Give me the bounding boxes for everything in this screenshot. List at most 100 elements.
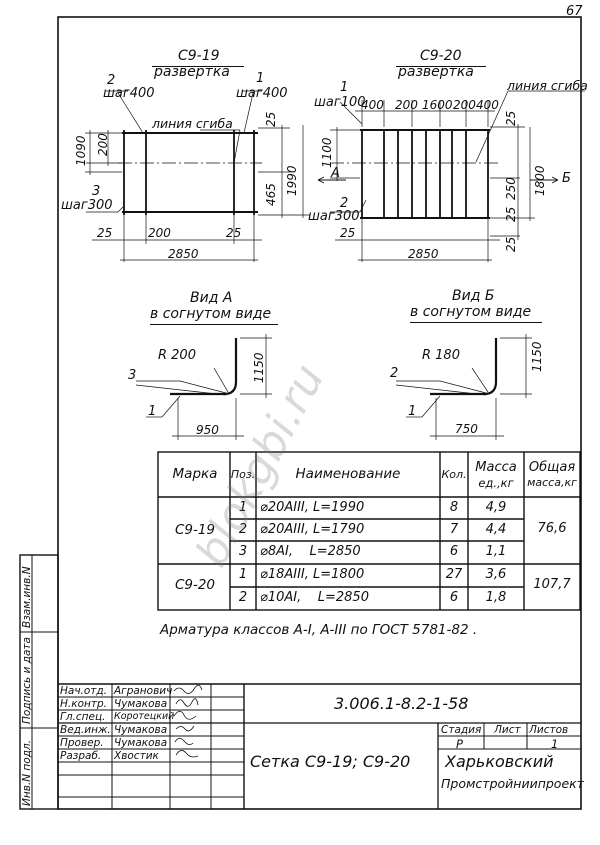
table-header-name: Наименование <box>295 466 401 482</box>
c9-20-dim-top-2: 200 <box>395 98 418 112</box>
sheets-value: 1 <box>551 737 559 751</box>
c9-20-pos1-label: 1 <box>340 80 349 95</box>
c9-19-title: С9-19 <box>178 48 220 64</box>
view-b-bent <box>395 334 532 440</box>
table-row-mass: 3,6 <box>485 567 507 582</box>
view-a-dim-1150: 1150 <box>252 352 266 383</box>
c9-20-dim-top-4: 200 <box>453 98 476 112</box>
c9-20-dim-1100: 1100 <box>320 137 334 168</box>
view-b-underline <box>410 322 542 323</box>
side-stamp-sign-date: Подпись и дата <box>21 637 33 724</box>
c9-20-pos2-step: шаг300 <box>308 209 360 224</box>
c9-19-dim-465: 465 <box>264 183 278 206</box>
view-a-bent <box>135 334 272 440</box>
c9-20-arrow-a: А <box>331 166 340 181</box>
c9-20-pos2-label: 2 <box>340 196 349 211</box>
c9-19-pos2-label: 2 <box>107 73 116 88</box>
c9-20-dim-25-top: 25 <box>504 110 518 126</box>
table-header-mass-1: Масса <box>475 460 517 475</box>
c9-20-dim-top-1: 400 <box>361 98 384 112</box>
c9-20-subtitle: развертка <box>398 64 474 80</box>
c9-19-dim-2850: 2850 <box>168 247 199 261</box>
view-a-dim-950: 950 <box>196 423 219 437</box>
role-label: Н.контр. <box>60 698 107 710</box>
org-line-1: Харьковский <box>445 752 554 771</box>
person-name: Чумакова <box>114 737 168 749</box>
c9-20-bend-line: линия сгиба <box>507 78 588 93</box>
view-b-subtitle: в согнутом виде <box>410 304 532 320</box>
view-b-radius: R 180 <box>422 348 460 363</box>
table-row-pos: 1 <box>238 500 248 515</box>
stage-value: Р <box>456 737 463 751</box>
table-row-mass: 4,9 <box>485 500 507 515</box>
c9-20-pos1-step: шаг100 <box>314 95 366 110</box>
c9-20-title: С9-20 <box>420 48 462 64</box>
c9-20-title-underline <box>396 66 486 67</box>
person-name: Чумакова <box>114 698 168 710</box>
table-row-mass: 1,1 <box>485 544 507 559</box>
person-name: Хвостик <box>114 750 159 762</box>
view-a-pos1: 1 <box>148 404 157 419</box>
c9-20-dim-2850: 2850 <box>408 247 439 261</box>
table-row-name: ⌀8АI, L=2850 <box>260 544 361 559</box>
table-row-name: ⌀10АI, L=2850 <box>260 590 369 605</box>
view-a-subtitle: в согнутом виде <box>150 306 272 322</box>
person-name: Чумакова <box>114 724 168 736</box>
c9-19-dim-25-top: 25 <box>264 111 278 127</box>
c9-20-arrow-b: Б <box>562 171 571 186</box>
c9-20-dim-250: 250 <box>504 177 518 200</box>
table-header-pos: Поз. <box>230 468 256 481</box>
table-row-qty: 6 <box>449 544 459 559</box>
table-row-name: ⌀18АIII, L=1800 <box>260 567 365 582</box>
table-header-mark: Марка <box>172 466 218 482</box>
c9-19-pos3-step: шаг300 <box>61 198 113 213</box>
c9-19-dim-200-left: 200 <box>96 133 110 156</box>
c9-19-pos1-label: 1 <box>256 71 265 86</box>
side-stamp-inv-zam: Взам.инв.N <box>21 566 33 628</box>
table-row-qty: 6 <box>449 590 459 605</box>
table-mark-c9-20: С9-20 <box>174 577 216 593</box>
table-mark-c9-19: С9-19 <box>174 522 216 538</box>
c9-20-dim-25-br: 25 <box>504 236 518 252</box>
table-header-total-1: Общая <box>528 460 576 475</box>
sheets-label: Листов <box>529 724 569 736</box>
reinforcement-note: Арматура классов А-I, А-III по ГОСТ 5781… <box>160 622 478 638</box>
person-name: Коротецкий <box>114 711 175 722</box>
c9-20-dim-1800: 1800 <box>533 165 547 196</box>
role-label: Гл.спец. <box>60 711 106 723</box>
c9-19-bend-line: линия сгиба <box>152 116 233 131</box>
table-row-name: ⌀20АIII, L=1990 <box>260 500 365 515</box>
view-a-radius: R 200 <box>158 348 196 363</box>
c9-19-subtitle: развертка <box>154 64 230 80</box>
page-number: 67 <box>566 4 583 19</box>
role-label: Разраб. <box>60 750 102 762</box>
table-header-mass-2: ед.,кг <box>478 476 514 490</box>
c9-19-dim-1990: 1990 <box>285 165 299 196</box>
table-row-qty: 7 <box>449 522 459 537</box>
c9-20-dim-25-bl: 25 <box>340 226 356 240</box>
table-row-mass: 1,8 <box>485 590 507 605</box>
table-total-c9-19: 76,6 <box>537 521 567 536</box>
table-header-qty: Кол. <box>441 468 467 481</box>
sheet-label: Лист <box>494 724 521 736</box>
table-row-qty: 27 <box>445 567 463 582</box>
table-row-name: ⌀20АIII, L=1790 <box>260 522 365 537</box>
spec-table-grid <box>157 451 581 611</box>
table-header-total-2: масса,кг <box>527 476 577 489</box>
view-a-underline <box>150 324 278 325</box>
c9-20-layout <box>317 90 585 262</box>
table-row-pos: 2 <box>238 590 248 605</box>
role-label: Нач.отд. <box>60 685 108 697</box>
c9-19-layout <box>85 90 310 262</box>
c9-20-dim-top-3: 1600 <box>422 98 453 112</box>
table-row-pos: 2 <box>238 522 248 537</box>
table-row-mass: 4,4 <box>485 522 507 537</box>
table-total-c9-20: 107,7 <box>533 577 571 592</box>
person-name: Агранович <box>114 685 173 697</box>
sheet-frame <box>57 16 582 810</box>
c9-19-dim-1090: 1090 <box>74 135 88 166</box>
org-line-2: Промстройниипроект <box>441 776 584 791</box>
c9-19-pos2-step: шаг400 <box>103 86 155 101</box>
view-b-pos1: 1 <box>408 404 417 419</box>
